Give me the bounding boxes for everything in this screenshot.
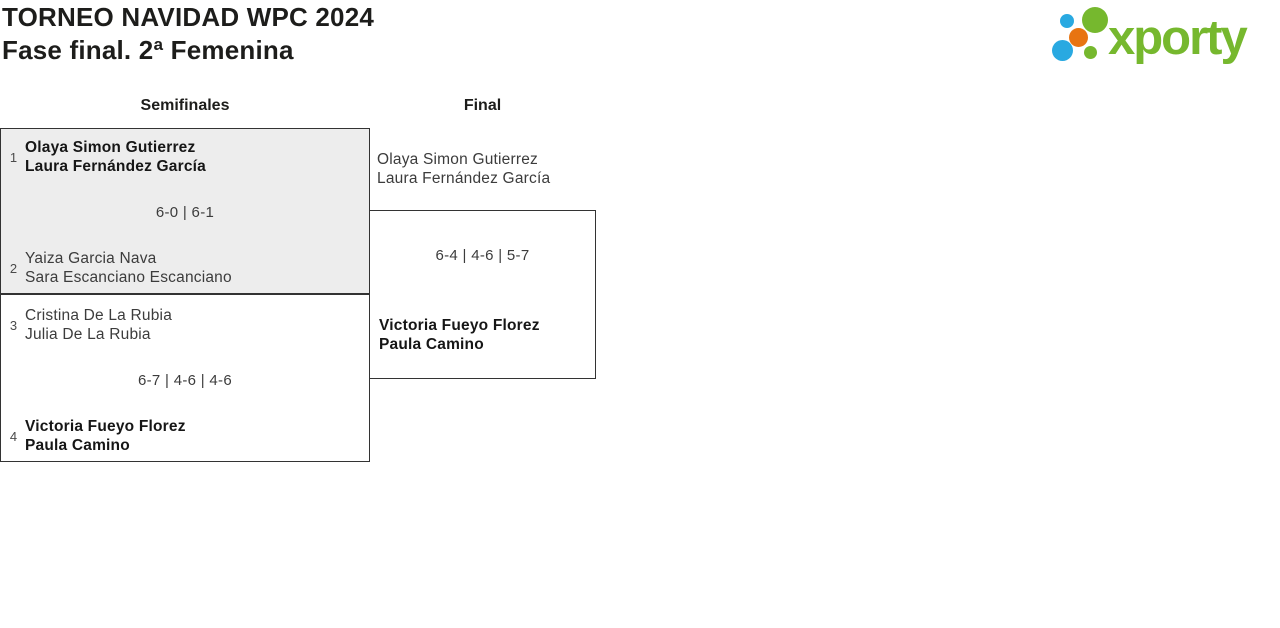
- seed-number: 4: [9, 428, 18, 444]
- xporty-logo: xporty: [1050, 4, 1280, 76]
- player-name: Victoria Fueyo Florez: [25, 418, 186, 435]
- team-entry-seed1: 1 Olaya Simon Gutierrez Laura Fernández …: [9, 138, 206, 176]
- logo-dot-orange-icon: [1069, 28, 1088, 47]
- team-entry-seed3: 3 Cristina De La Rubia Julia De La Rubia: [9, 306, 172, 344]
- team-entry-final-winner: Victoria Fueyo Florez Paula Camino: [379, 316, 540, 354]
- player-name: Paula Camino: [379, 336, 484, 353]
- seed-number: 1: [9, 149, 18, 165]
- team-entry-seed2: 2 Yaiza Garcia Nava Sara Escanciano Esca…: [9, 249, 232, 287]
- match-box-semifinal-1: 1 Olaya Simon Gutierrez Laura Fernández …: [0, 128, 370, 294]
- match-score-final: 6-4 | 4-6 | 5-7: [435, 247, 530, 264]
- logo-dot-blue-small-icon: [1060, 14, 1074, 28]
- page-title: TORNEO NAVIDAD WPC 2024: [2, 2, 375, 32]
- player-name: Paula Camino: [25, 437, 130, 454]
- logo-dot-green-small-icon: [1084, 46, 1097, 59]
- match-box-final: 6-4 | 4-6 | 5-7 Victoria Fueyo Florez Pa…: [369, 210, 596, 379]
- match-score-semifinal-1: 6-0 | 6-1: [155, 204, 215, 221]
- logo-dot-green-large-icon: [1082, 7, 1108, 33]
- team-entry-seed4: 4 Victoria Fueyo Florez Paula Camino: [9, 417, 186, 455]
- player-name: Laura Fernández García: [25, 158, 206, 175]
- logo-dot-blue-large-icon: [1052, 40, 1073, 61]
- column-header-final: Final: [463, 97, 502, 114]
- team-entry-final-top: Olaya Simon Gutierrez Laura Fernández Ga…: [377, 150, 550, 188]
- seed-number: 2: [9, 260, 18, 276]
- player-name: Victoria Fueyo Florez: [379, 317, 540, 334]
- player-name: Laura Fernández García: [377, 170, 551, 187]
- column-header-semifinales: Semifinales: [140, 97, 230, 114]
- match-score-semifinal-2: 6-7 | 4-6 | 4-6: [137, 372, 232, 389]
- player-name: Olaya Simon Gutierrez: [377, 151, 538, 168]
- page-subtitle: Fase final. 2ª Femenina: [2, 35, 294, 65]
- player-name: Olaya Simon Gutierrez: [25, 139, 196, 156]
- player-name: Sara Escanciano Escanciano: [25, 269, 232, 286]
- player-name: Cristina De La Rubia: [25, 307, 173, 324]
- logo-wordmark: xporty: [1108, 11, 1248, 65]
- match-box-semifinal-2: 3 Cristina De La Rubia Julia De La Rubia…: [0, 294, 370, 462]
- player-name: Julia De La Rubia: [25, 326, 151, 343]
- seed-number: 3: [9, 317, 18, 333]
- player-name: Yaiza Garcia Nava: [25, 250, 157, 267]
